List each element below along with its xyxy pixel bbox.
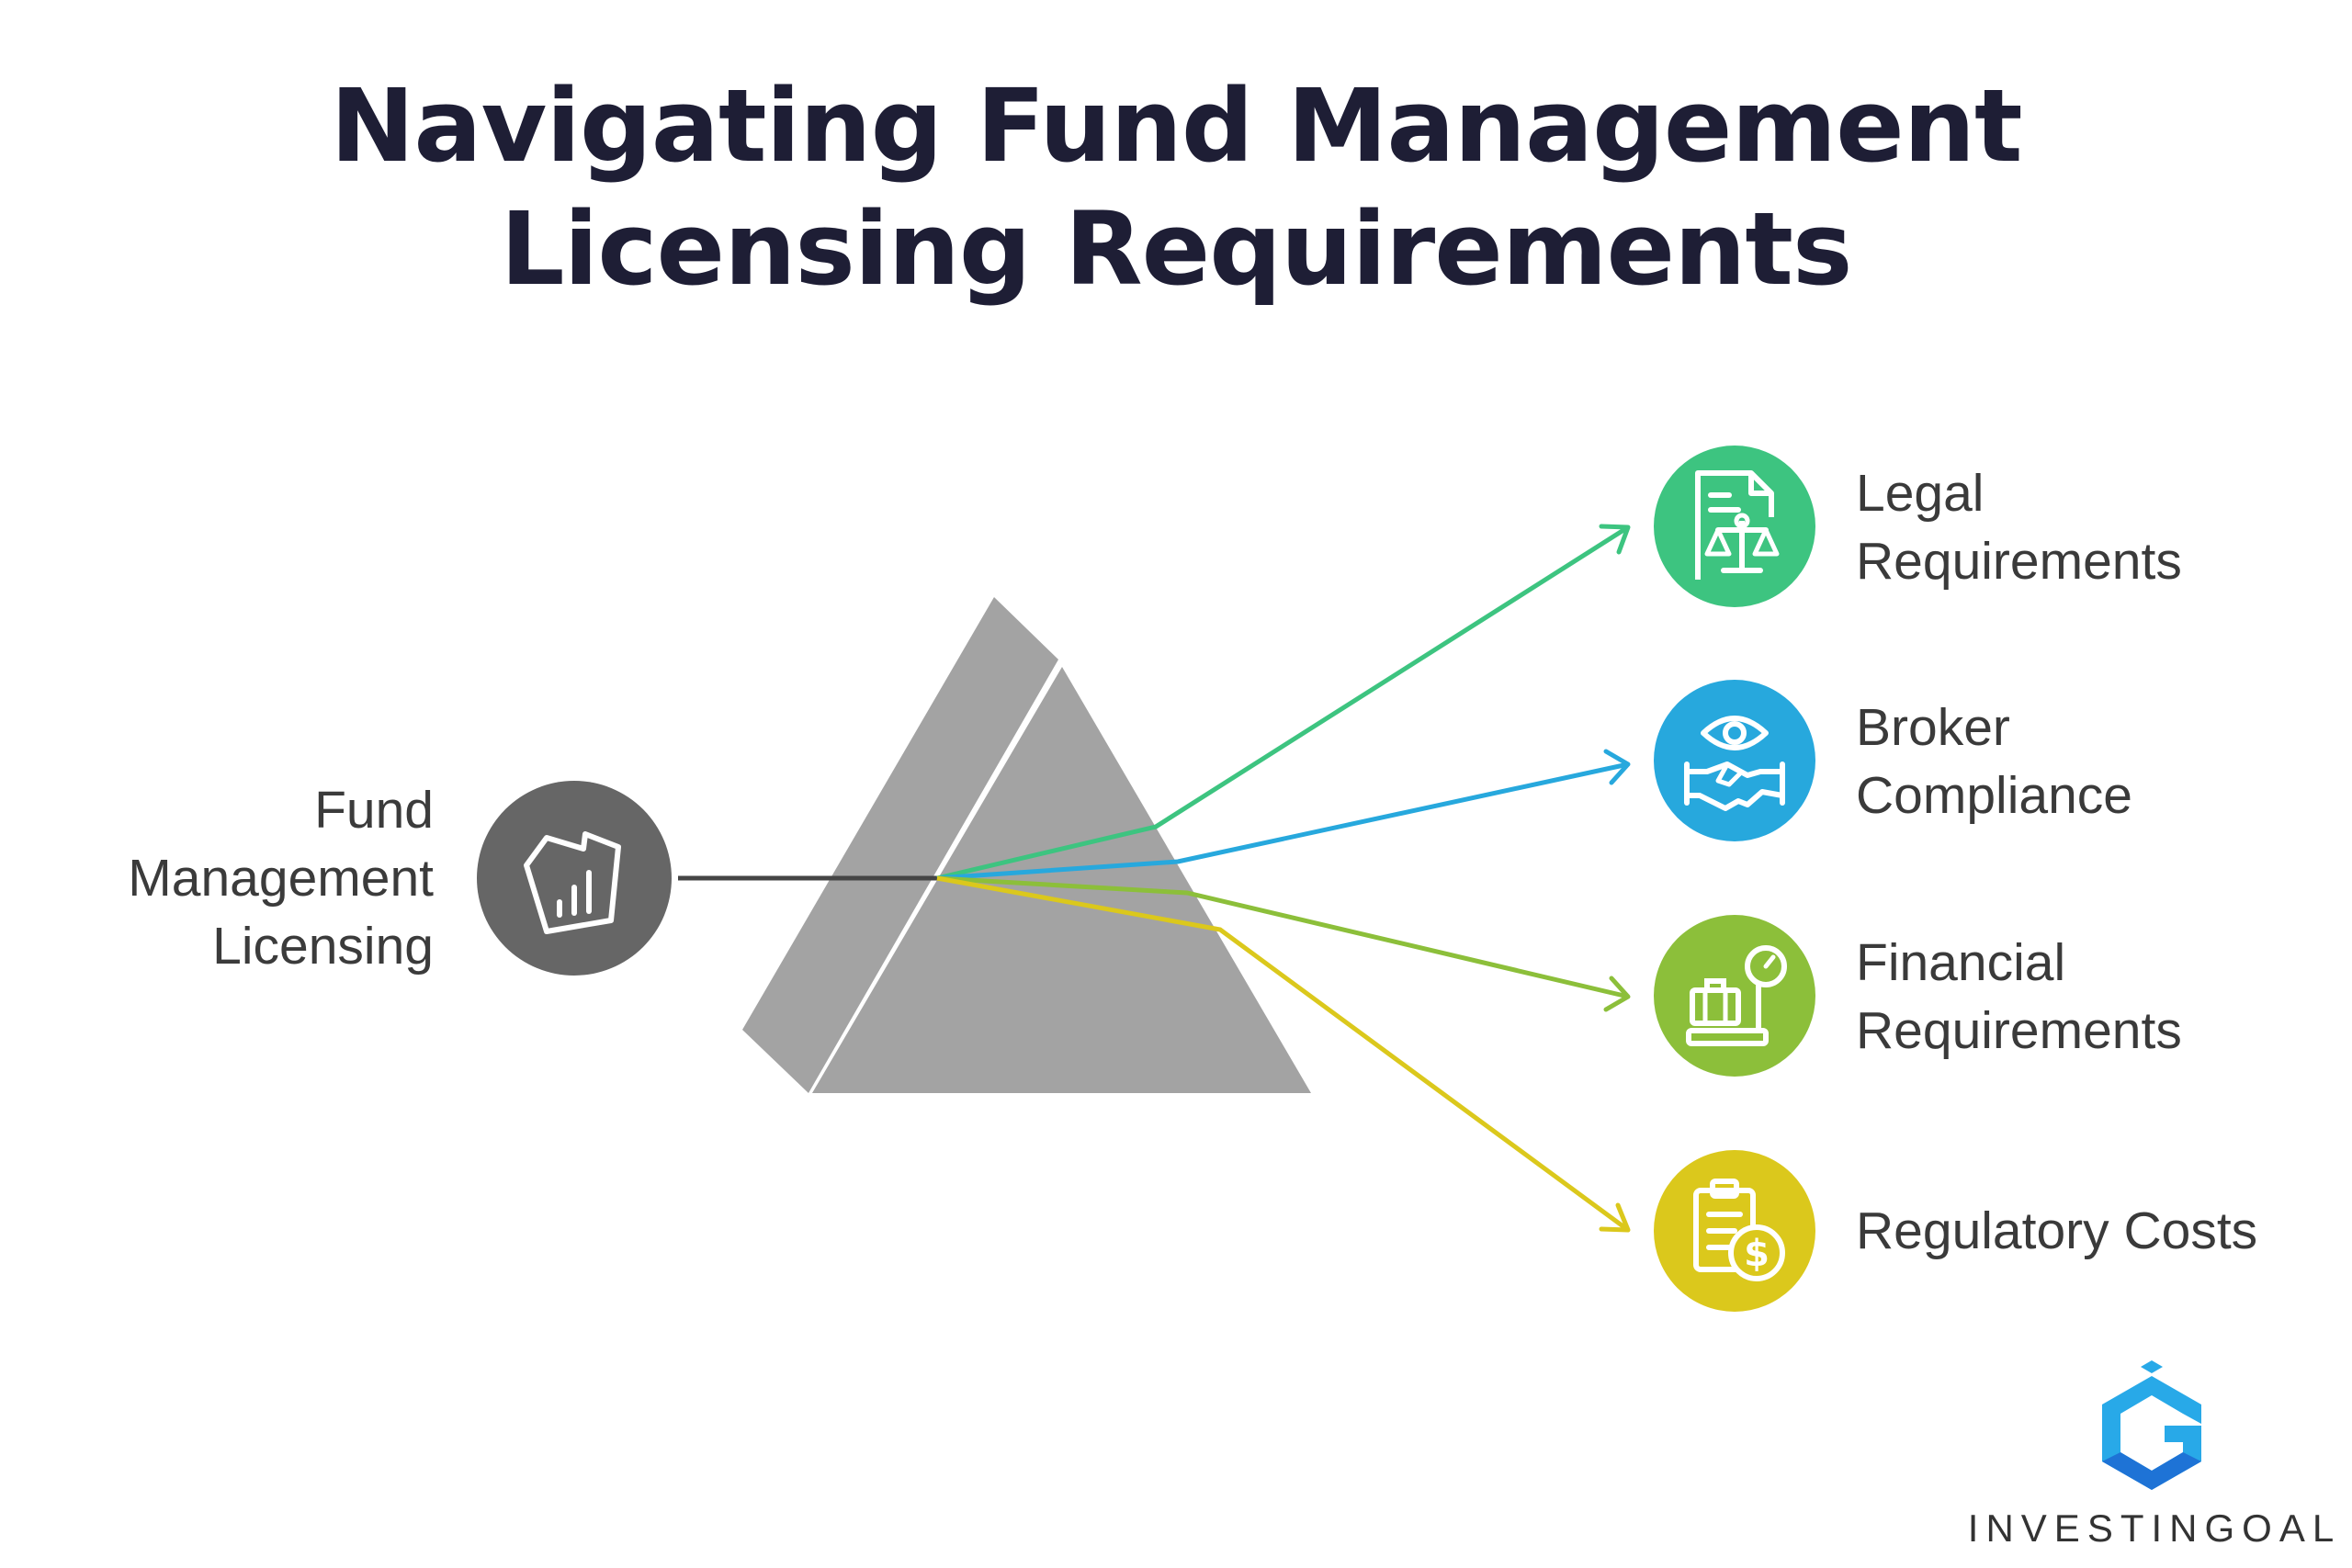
beam-financial — [936, 875, 1629, 999]
arrow-head-broker — [1603, 749, 1631, 785]
label-financial-requirements: Financial Requirements — [1856, 929, 2182, 1065]
beam-legal — [936, 525, 1630, 881]
label-financial-line-2: Requirements — [1856, 1001, 2182, 1060]
beam-broker — [936, 761, 1629, 881]
label-legal-requirements: Legal Requirements — [1856, 459, 2182, 595]
arrow-head-legal — [1599, 524, 1631, 555]
output-node-financial — [1654, 915, 1815, 1077]
title-line-2: Licensing Requirements — [500, 190, 1853, 308]
page-title: Navigating Fund Management Licensing Req… — [0, 64, 2352, 310]
title-line-1: Navigating Fund Management — [330, 67, 2022, 185]
label-broker-compliance: Broker Compliance — [1856, 694, 2132, 829]
source-node — [477, 781, 672, 976]
label-legal-line-1: Legal — [1856, 464, 1984, 523]
source-label-line-2: Management — [128, 849, 434, 908]
beam-regulatory — [936, 875, 1630, 1233]
label-regulatory-line-1: Regulatory Costs — [1856, 1201, 2258, 1260]
source-label-line-3: Licensing — [212, 917, 434, 976]
arrow-head-regulatory — [1599, 1202, 1631, 1233]
source-label-line-1: Fund — [314, 781, 434, 840]
label-legal-line-2: Requirements — [1856, 532, 2182, 591]
investingoal-logo-icon — [2102, 1360, 2201, 1490]
prism-shape — [742, 597, 1311, 1093]
output-node-broker — [1654, 680, 1815, 841]
output-node-regulatory — [1654, 1150, 1815, 1312]
label-regulatory-costs: Regulatory Costs — [1856, 1197, 2257, 1265]
brand-name: INVESTINGOAL — [1967, 1506, 2342, 1550]
source-label: Fund Management Licensing — [55, 776, 434, 980]
label-broker-line-1: Broker — [1856, 698, 2010, 757]
label-financial-line-1: Financial — [1856, 933, 2066, 992]
arrow-head-financial — [1603, 976, 1631, 1012]
output-node-legal — [1654, 446, 1815, 607]
label-broker-line-2: Compliance — [1856, 766, 2132, 825]
output-beams — [936, 524, 1631, 1233]
